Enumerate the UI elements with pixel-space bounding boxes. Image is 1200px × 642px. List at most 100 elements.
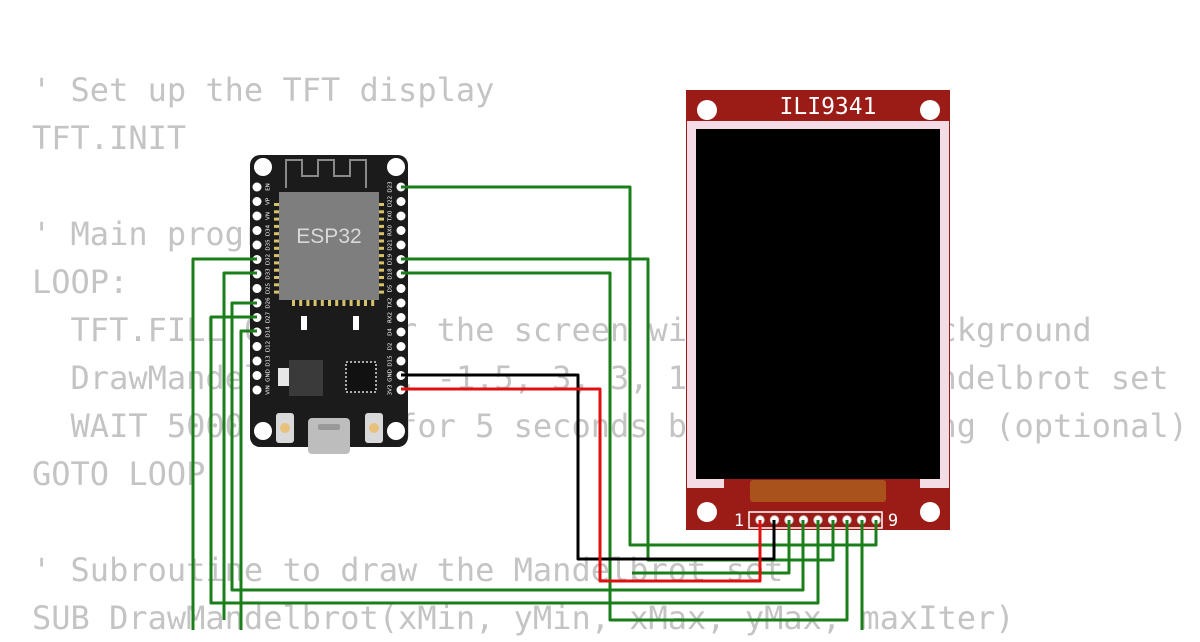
- esp32-chip: [279, 192, 379, 300]
- button-cap: [280, 423, 290, 433]
- esp32-pin-label: GND: [388, 369, 394, 382]
- esp32-pin[interactable]: [252, 197, 262, 206]
- esp32-pin[interactable]: [396, 284, 406, 293]
- chip-pad: [274, 203, 280, 206]
- esp32-pin[interactable]: [396, 356, 406, 366]
- chip-pad: [371, 299, 375, 306]
- mount-hole: [920, 100, 940, 120]
- wire-green[interactable]: [230, 301, 805, 592]
- chip-pad: [356, 299, 360, 306]
- chip-pad: [378, 232, 384, 236]
- esp32-pin[interactable]: [252, 371, 262, 380]
- esp32-pin[interactable]: [396, 211, 406, 221]
- esp32-pin-label: VP: [266, 197, 272, 205]
- esp32-pin[interactable]: [396, 313, 406, 322]
- mount-hole: [254, 158, 272, 176]
- wire-black[interactable]: [401, 373, 776, 561]
- wire-green[interactable]: [632, 520, 791, 575]
- chip-pad: [342, 299, 346, 306]
- mount-hole: [697, 100, 717, 120]
- esp32-pin[interactable]: [396, 342, 406, 351]
- smd-component: [301, 316, 307, 330]
- esp32-pin-label: D21: [388, 239, 394, 250]
- esp32-pin[interactable]: [396, 197, 406, 206]
- esp32-pin-label: D19: [388, 253, 394, 265]
- esp32-pin[interactable]: [252, 385, 262, 395]
- esp32-pin-label: D25: [266, 282, 272, 294]
- esp32-pin-label: D32: [266, 254, 272, 265]
- esp32-pin-label: RX0: [388, 224, 394, 236]
- esp32-pin[interactable]: [396, 240, 406, 250]
- smd-component: [353, 316, 359, 330]
- esp32-pin-label: D27: [266, 311, 272, 323]
- esp32-pin-label: D23: [388, 181, 394, 193]
- chip-pad: [378, 254, 384, 258]
- wire-green[interactable]: [209, 315, 820, 605]
- chip-pad: [378, 283, 384, 287]
- code-line: LOOP:: [32, 263, 129, 301]
- wire-red[interactable]: [401, 387, 762, 583]
- chip-pad: [378, 290, 384, 294]
- esp32-pin-label: VN: [266, 212, 272, 220]
- esp32-pin[interactable]: [252, 211, 262, 221]
- chip-pad: [349, 299, 353, 306]
- usb-serial-chip: [345, 361, 377, 393]
- esp32-pin-label: EN: [266, 183, 272, 191]
- chip-pad: [274, 254, 280, 258]
- wire-green[interactable]: [401, 271, 849, 622]
- chip-pad: [274, 261, 280, 265]
- chip-pads: [378, 203, 384, 294]
- esp32-pin-label: D12: [266, 341, 272, 352]
- esp32-board[interactable]: ESP32 ENVPVND34D35D32D33D25D26D27D14D12D…: [250, 155, 408, 454]
- esp32-pin[interactable]: [252, 240, 262, 250]
- chip-pad: [335, 299, 339, 306]
- tft-display-module[interactable]: ILI9341 1 9: [686, 90, 950, 531]
- button-cap: [369, 423, 379, 433]
- esp32-pin-label: D33: [266, 268, 272, 280]
- esp32-pin-label: 3V3: [388, 384, 394, 395]
- esp32-pin[interactable]: [396, 298, 406, 308]
- wire-green[interactable]: [222, 271, 257, 620]
- chip-pad: [274, 246, 280, 250]
- chip-pad: [274, 276, 280, 279]
- chip-pad: [328, 299, 331, 306]
- esp32-pin[interactable]: [396, 226, 406, 235]
- esp32-left-header: ENVPVND34D35D32D33D25D26D27D14D12D13GNDV…: [252, 182, 272, 395]
- chip-pad: [274, 224, 280, 228]
- chip-pad: [274, 268, 280, 272]
- chip-pad: [364, 299, 367, 306]
- esp32-pin-label: D34: [266, 224, 272, 236]
- esp32-pin-label: D15: [388, 355, 394, 367]
- esp32-pin[interactable]: [252, 356, 262, 366]
- esp32-pin[interactable]: [252, 182, 262, 192]
- wire-green[interactable]: [191, 257, 257, 630]
- tft-pin-first-label: 1: [734, 511, 744, 531]
- chip-pad: [274, 210, 280, 214]
- chip-pad: [378, 246, 384, 250]
- mount-hole: [920, 502, 940, 522]
- chip-pad: [313, 299, 317, 306]
- wire-green[interactable]: [239, 329, 257, 630]
- code-line: ' Set up the TFT display: [32, 71, 495, 109]
- esp32-pin[interactable]: [252, 284, 262, 293]
- esp32-pin[interactable]: [252, 342, 262, 351]
- esp32-pin[interactable]: [396, 327, 406, 337]
- flex-cable: [750, 480, 886, 502]
- esp32-pin-label: D13: [266, 355, 272, 367]
- chip-pad: [274, 217, 280, 221]
- tft-screen: [696, 129, 940, 479]
- chip-pad: [378, 268, 384, 272]
- usb-port-slot: [318, 424, 340, 430]
- esp32-chip-label: ESP32: [296, 225, 361, 248]
- tft-pin-last-label: 9: [888, 511, 898, 531]
- esp32-pin[interactable]: [252, 226, 262, 235]
- chip-pads: [274, 203, 280, 294]
- chip-pad: [378, 239, 384, 243]
- chip-pad: [378, 210, 384, 214]
- chip-pad: [274, 239, 280, 243]
- chip-pad: [274, 232, 280, 236]
- usb-port[interactable]: [308, 418, 350, 454]
- antenna-trace: [285, 159, 367, 188]
- wire-green[interactable]: [401, 185, 878, 547]
